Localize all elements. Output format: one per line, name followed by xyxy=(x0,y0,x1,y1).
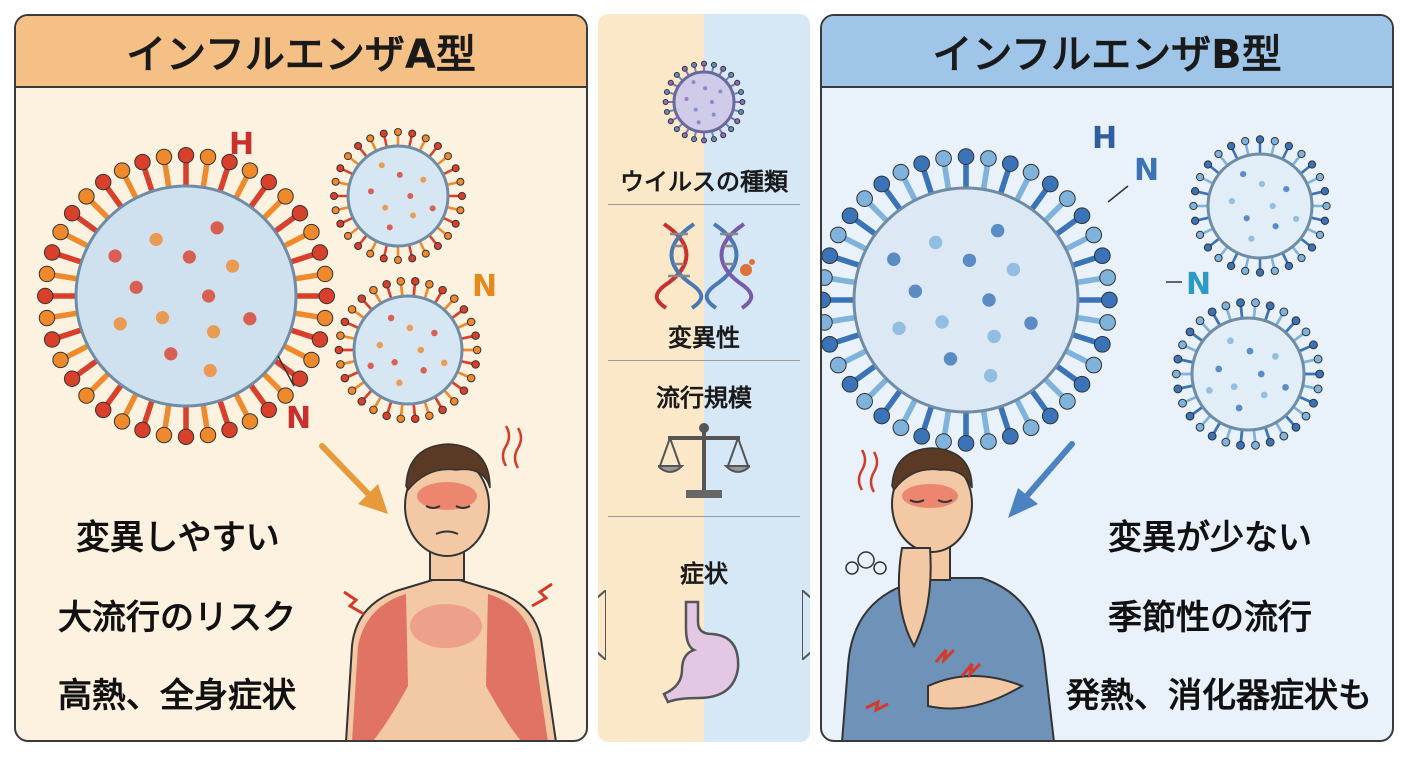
type-a-panel: インフルエンザA型 H N N xyxy=(14,14,588,742)
comparison-label-epidemic-scale: 流行規模 xyxy=(656,384,752,412)
type-b-large-virus-icon xyxy=(822,148,1118,452)
virus-icon xyxy=(662,60,746,144)
type-b-n-label-2: N xyxy=(1186,267,1211,302)
dna-icon xyxy=(654,222,755,310)
type-a-illustration: H N N xyxy=(37,127,557,740)
type-a-trait-3: 高熱、全身症状 xyxy=(58,676,296,716)
divider xyxy=(608,360,800,361)
chevron-left-icon xyxy=(598,590,606,660)
type-b-arrow-icon xyxy=(1008,441,1075,518)
type-a-sick-person-icon xyxy=(343,425,557,740)
type-a-large-virus-icon xyxy=(37,146,335,445)
balance-scale-icon xyxy=(658,423,750,498)
type-b-title: インフルエンザB型 xyxy=(822,16,1392,88)
type-a-n-label-1: N xyxy=(472,269,497,304)
comparison-label-symptoms: 症状 xyxy=(680,560,728,588)
type-a-h-label: H xyxy=(229,127,254,162)
type-a-title: インフルエンザA型 xyxy=(16,16,586,88)
type-b-trait-2: 季節性の流行 xyxy=(1108,598,1312,638)
divider xyxy=(608,516,800,517)
type-b-trait-1: 変異が少ない xyxy=(1108,518,1312,558)
type-b-illustration: H N N xyxy=(822,121,1331,740)
type-a-trait-2: 大流行のリスク xyxy=(58,598,296,638)
type-a-small-virus-icon xyxy=(330,128,466,264)
type-b-panel: インフルエンザB型 H N N xyxy=(820,14,1394,742)
stomach-icon xyxy=(662,600,740,704)
type-b-small-virus-icon-2 xyxy=(1171,298,1325,450)
type-b-small-virus-icon xyxy=(1189,135,1331,277)
type-b-trait-3: 発熱、消化器症状も xyxy=(1066,676,1372,716)
type-b-coughing-person-icon xyxy=(841,447,1055,740)
type-b-n-label-1: N xyxy=(1134,153,1159,188)
type-a-arrow-icon xyxy=(319,443,388,514)
type-a-n-label-2: N xyxy=(286,401,311,436)
comparison-column: ウイルスの種類 変異性 流行規模 症状 xyxy=(598,14,810,742)
comparison-label-mutability: 変異性 xyxy=(668,324,740,352)
divider xyxy=(608,204,800,205)
comparison-label-virus-type: ウイルスの種類 xyxy=(620,168,788,196)
type-a-trait-1: 変異しやすい xyxy=(76,518,280,558)
type-b-h-label: H xyxy=(1092,121,1117,156)
chevron-right-icon xyxy=(802,590,810,660)
type-a-small-virus-icon-2 xyxy=(334,276,482,424)
